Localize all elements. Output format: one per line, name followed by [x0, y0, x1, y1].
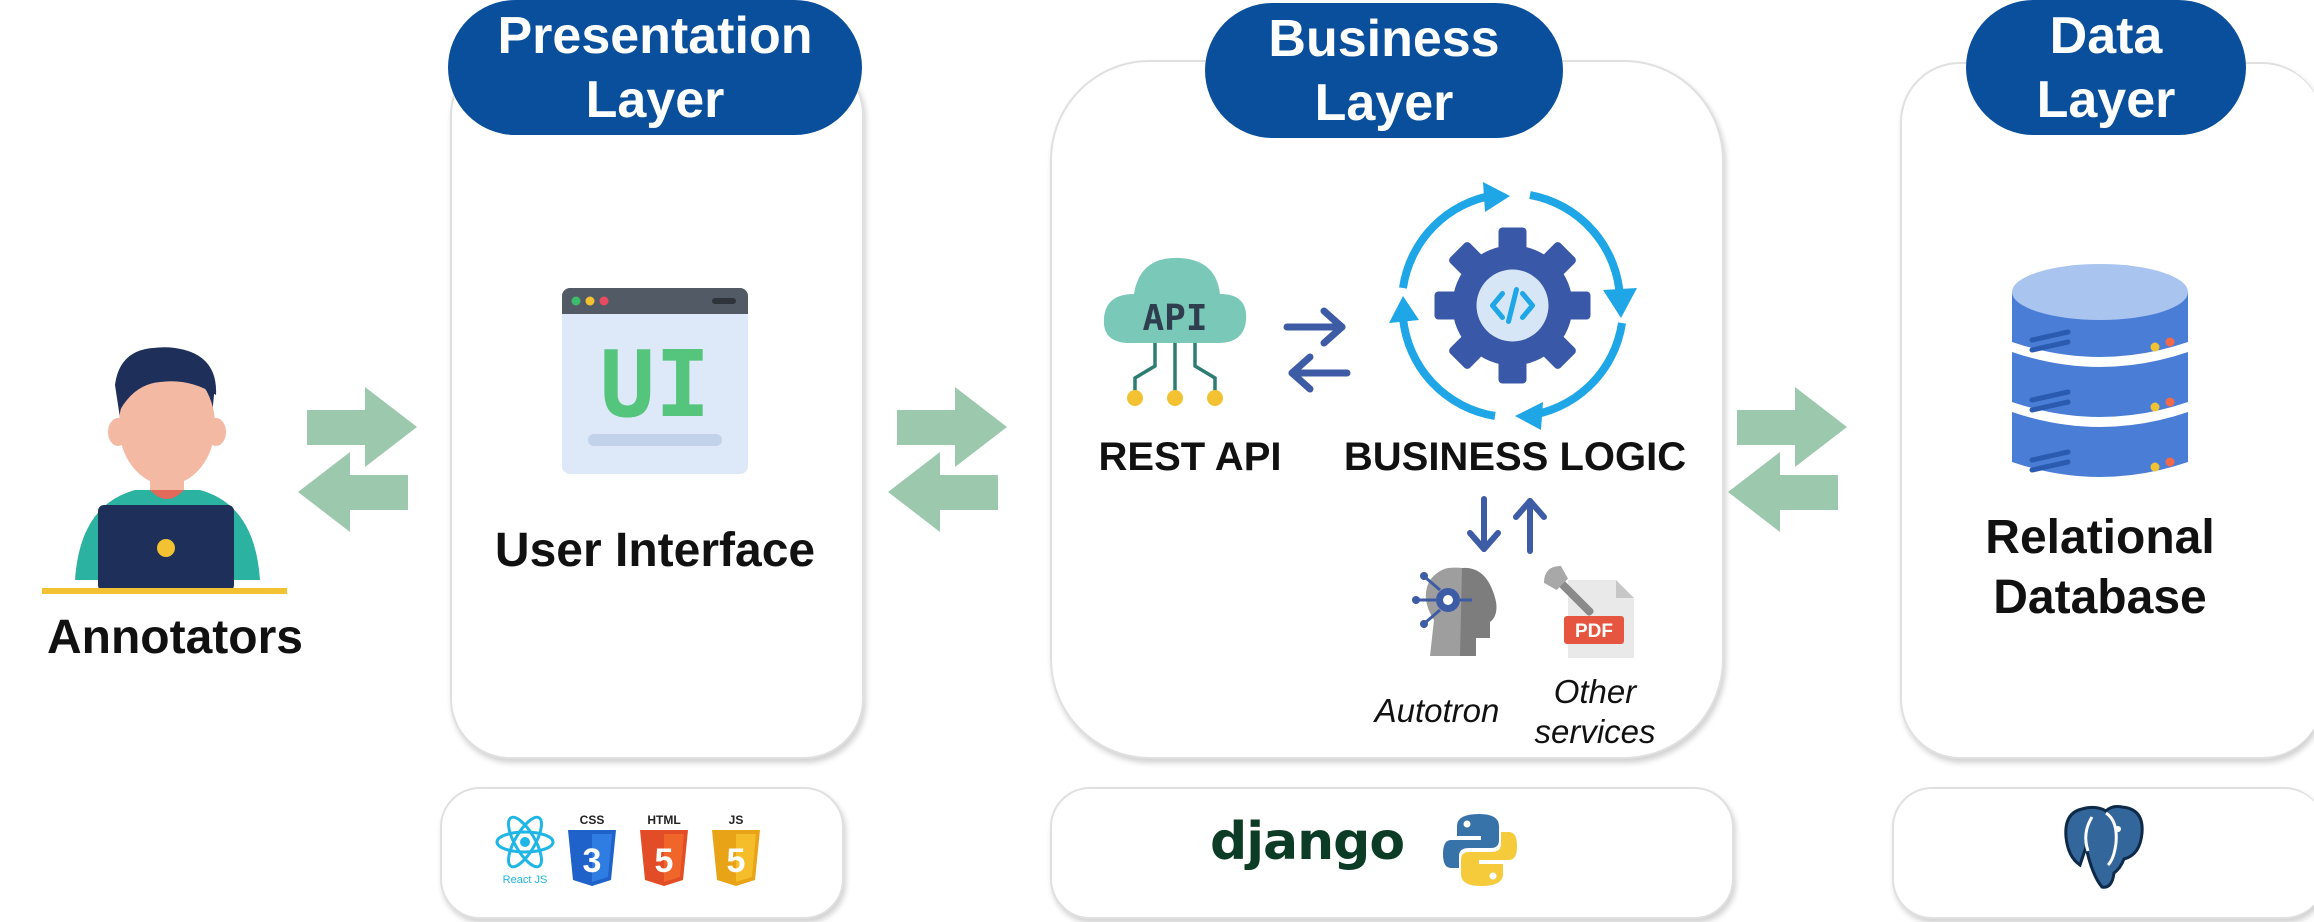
svg-text:React JS: React JS — [503, 874, 548, 886]
rest-api-label: REST API — [1098, 435, 1282, 479]
bidirectional-arrow-1 — [298, 387, 417, 532]
database-icon — [2012, 264, 2188, 477]
annotator-icon — [42, 347, 287, 594]
ui-window-icon: UI — [562, 288, 748, 474]
svg-text:HTML: HTML — [647, 813, 680, 827]
pdf-badge-text: PDF — [1575, 621, 1613, 642]
presentation-layer-title: Presentation Layer — [448, 0, 862, 135]
bidirectional-arrow-2 — [888, 387, 1007, 532]
other-services-label: Other services — [1534, 673, 1656, 750]
svg-text:5: 5 — [655, 842, 674, 880]
js-icon: JS 5 — [712, 813, 760, 886]
annotators-label: Annotators — [47, 611, 303, 664]
svg-text:5: 5 — [727, 842, 746, 880]
svg-text:3: 3 — [583, 842, 602, 880]
svg-text:CSS: CSS — [580, 813, 605, 827]
relational-database-label: Relational Database — [1985, 511, 2215, 624]
user-interface-label: User Interface — [494, 524, 816, 577]
ui-icon-text: UI — [600, 331, 711, 438]
business-logic-gear-icon — [1389, 182, 1637, 430]
django-logo: django — [1210, 812, 1405, 872]
business-logic-label: BUSINESS LOGIC — [1343, 435, 1687, 479]
svg-text:JS: JS — [729, 813, 744, 827]
bidirectional-arrow-3 — [1728, 387, 1847, 532]
business-layer-title: Business Layer — [1205, 3, 1563, 138]
postgresql-icon — [2064, 805, 2144, 889]
vertical-exchange-arrows — [1467, 496, 1547, 554]
data-layer-title: Data Layer — [1966, 0, 2246, 135]
html5-icon: HTML 5 — [640, 813, 688, 886]
business-tech-panel — [1050, 787, 1734, 919]
css3-icon: CSS 3 — [568, 813, 616, 886]
autotron-ai-head-icon — [1412, 567, 1497, 656]
autotron-label: Autotron — [1374, 692, 1500, 729]
horizontal-exchange-arrows — [1283, 307, 1351, 393]
api-cloud-icon: API — [1103, 257, 1247, 406]
python-icon — [1443, 814, 1517, 886]
react-icon: React JS — [495, 815, 555, 886]
pdf-tool-icon: PDF — [1543, 565, 1634, 658]
presentation-tech-panel — [440, 787, 844, 919]
api-icon-text: API — [1142, 298, 1207, 339]
